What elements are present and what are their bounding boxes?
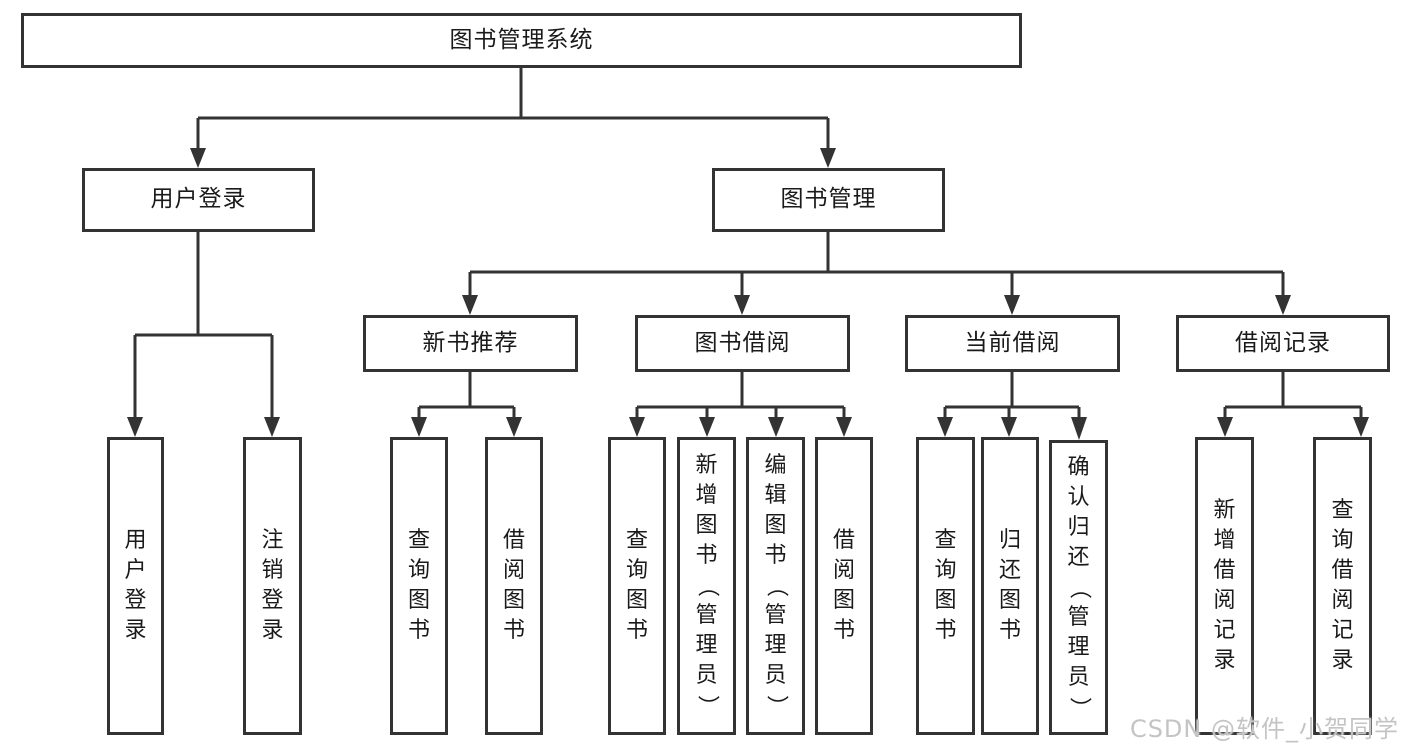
arrowhead-icon: [937, 417, 953, 437]
arrowhead-icon: [734, 295, 750, 315]
arrowhead-icon: [768, 417, 784, 437]
leaf-label: 查询借阅记录: [1331, 498, 1354, 673]
arrowhead-icon: [462, 295, 478, 315]
node-book-borrow: 图书借阅: [635, 315, 850, 372]
leaf-label: 用户登录: [124, 528, 147, 643]
node-book-management: 图书管理: [712, 168, 945, 232]
connector-book-borrow-children: [629, 372, 852, 437]
leaf-user-login: 用户登录: [107, 437, 164, 735]
leaf-edit-book-admin: 编辑图书（管理员）: [746, 437, 805, 735]
arrowhead-icon: [629, 417, 645, 437]
arrowhead-icon: [820, 148, 836, 168]
arrowhead-icon: [699, 417, 715, 437]
node-current-borrow: 当前借阅: [905, 315, 1120, 372]
leaf-label: 注销登录: [261, 528, 284, 643]
arrowhead-icon: [1001, 417, 1017, 437]
leaf-label: 借阅图书: [832, 528, 855, 643]
leaf-query-books-3: 查询图书: [916, 437, 975, 735]
leaf-borrow-books-1: 借阅图书: [485, 437, 543, 735]
node-root-system: 图书管理系统: [21, 13, 1022, 68]
leaf-borrow-books-2: 借阅图书: [815, 437, 873, 735]
arrowhead-icon: [127, 417, 143, 437]
connector-borrow-records-children: [1217, 372, 1369, 437]
arrowhead-icon: [1004, 295, 1020, 315]
arrowhead-icon: [1275, 295, 1291, 315]
leaf-label: 新增借阅记录: [1213, 498, 1236, 673]
leaf-add-book-admin: 新增图书（管理员）: [677, 437, 736, 735]
leaf-query-borrow-record: 查询借阅记录: [1313, 437, 1372, 735]
arrowhead-icon: [1217, 417, 1233, 437]
leaf-label: 查询图书: [407, 528, 430, 643]
leaf-label: 查询图书: [934, 528, 957, 643]
leaf-confirm-return-admin: 确认归还（管理员）: [1049, 440, 1108, 735]
leaf-add-borrow-record: 新增借阅记录: [1195, 437, 1254, 735]
leaf-label: 借阅图书: [502, 528, 525, 643]
arrowhead-icon: [411, 417, 427, 437]
arrowhead-icon: [190, 148, 206, 168]
leaf-label: 归还图书: [998, 528, 1021, 643]
arrowhead-icon: [506, 417, 522, 437]
connector-book-management-children: [462, 232, 1291, 315]
connector-current-borrow-children: [937, 372, 1087, 440]
csdn-watermark: CSDN @软件_小贺同学: [1129, 715, 1399, 743]
node-borrow-records: 借阅记录: [1176, 315, 1390, 372]
leaf-query-books-1: 查询图书: [390, 437, 448, 735]
leaf-logout: 注销登录: [243, 437, 302, 735]
arrowhead-icon: [1353, 417, 1369, 437]
leaf-label: 新增图书（管理员）: [694, 453, 720, 717]
arrowhead-icon: [264, 417, 280, 437]
arrowhead-icon: [1071, 417, 1087, 440]
leaf-label: 确认归还（管理员）: [1066, 454, 1092, 719]
leaf-query-books-2: 查询图书: [608, 437, 666, 735]
leaf-return-books: 归还图书: [981, 437, 1039, 735]
connector-user-login-children: [127, 232, 280, 437]
arrowhead-icon: [836, 417, 852, 437]
connector-root-to-level2: [190, 68, 836, 168]
leaf-label: 编辑图书（管理员）: [763, 453, 789, 717]
node-user-login: 用户登录: [82, 168, 315, 232]
leaf-label: 查询图书: [625, 528, 648, 643]
connector-new-book-recommend-children: [411, 372, 522, 437]
node-new-book-recommend: 新书推荐: [363, 315, 578, 372]
